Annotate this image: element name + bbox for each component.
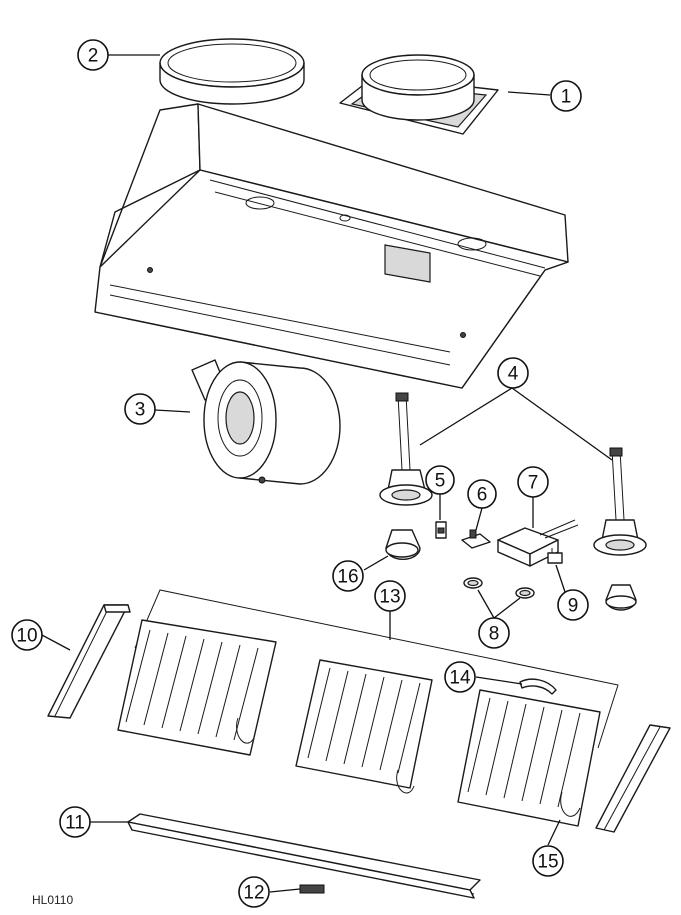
part-front-trim [127, 813, 481, 899]
leader-lines [41, 54, 613, 893]
part-junction-box [497, 519, 579, 567]
part-switch [435, 521, 447, 539]
part-right-filter-channel [595, 724, 671, 833]
part-grease-filter-right [457, 689, 601, 827]
callout-label: 16 [337, 567, 358, 588]
callout-8: 8 [478, 617, 510, 649]
part-terminal-block [547, 548, 563, 564]
part-lamp-socket-left [379, 392, 433, 506]
part-hood-body [94, 103, 569, 389]
part-halogen-bulb-left [385, 529, 421, 561]
callout-label: 7 [528, 473, 539, 494]
callout-label: 12 [243, 883, 264, 904]
filter-group-bracket [134, 589, 619, 749]
callout-4: 4 [497, 357, 529, 389]
part-halogen-bulb-right [605, 584, 637, 611]
callout-9: 9 [557, 589, 589, 621]
callout-label: 13 [379, 587, 400, 608]
callout-label: 10 [16, 626, 37, 647]
callout-16: 16 [332, 560, 364, 592]
part-light-switch [461, 529, 491, 549]
callout-3: 3 [124, 393, 156, 425]
callout-1: 1 [550, 80, 582, 112]
callout-11: 11 [59, 806, 91, 838]
part-left-filter-channel [47, 604, 131, 719]
callout-label: 1 [561, 87, 572, 108]
callout-label: 4 [508, 364, 519, 385]
callout-label: 6 [477, 485, 488, 506]
callout-label: 14 [449, 668, 471, 689]
figure-code: HL0110 [32, 893, 74, 907]
callout-15: 15 [532, 845, 564, 877]
part-strain-reliefs [463, 577, 535, 599]
callout-label: 2 [88, 46, 99, 67]
callout-label: 15 [537, 852, 558, 873]
callout-7: 7 [517, 466, 549, 498]
callout-2: 2 [77, 39, 109, 71]
part-filter-handle [519, 678, 557, 695]
callout-label: 9 [568, 596, 579, 617]
callout-10: 10 [11, 619, 43, 651]
callout-label: 5 [435, 471, 446, 492]
part-grease-filter-left [117, 619, 277, 756]
callout-5: 5 [425, 465, 455, 495]
callout-label: 11 [65, 813, 85, 834]
callout-14: 14 [444, 661, 476, 693]
part-control-label [299, 884, 325, 894]
callout-6: 6 [467, 479, 497, 509]
part-grease-filter-center [295, 659, 433, 794]
part-blower-motor [191, 359, 341, 485]
callout-12: 12 [238, 876, 270, 908]
part-round-collar [159, 38, 305, 105]
part-lamp-socket-right [593, 447, 647, 556]
callout-label: 8 [489, 624, 500, 645]
callout-13: 13 [374, 580, 406, 612]
callout-label: 3 [135, 400, 146, 421]
part-duct-adapter [339, 54, 499, 135]
